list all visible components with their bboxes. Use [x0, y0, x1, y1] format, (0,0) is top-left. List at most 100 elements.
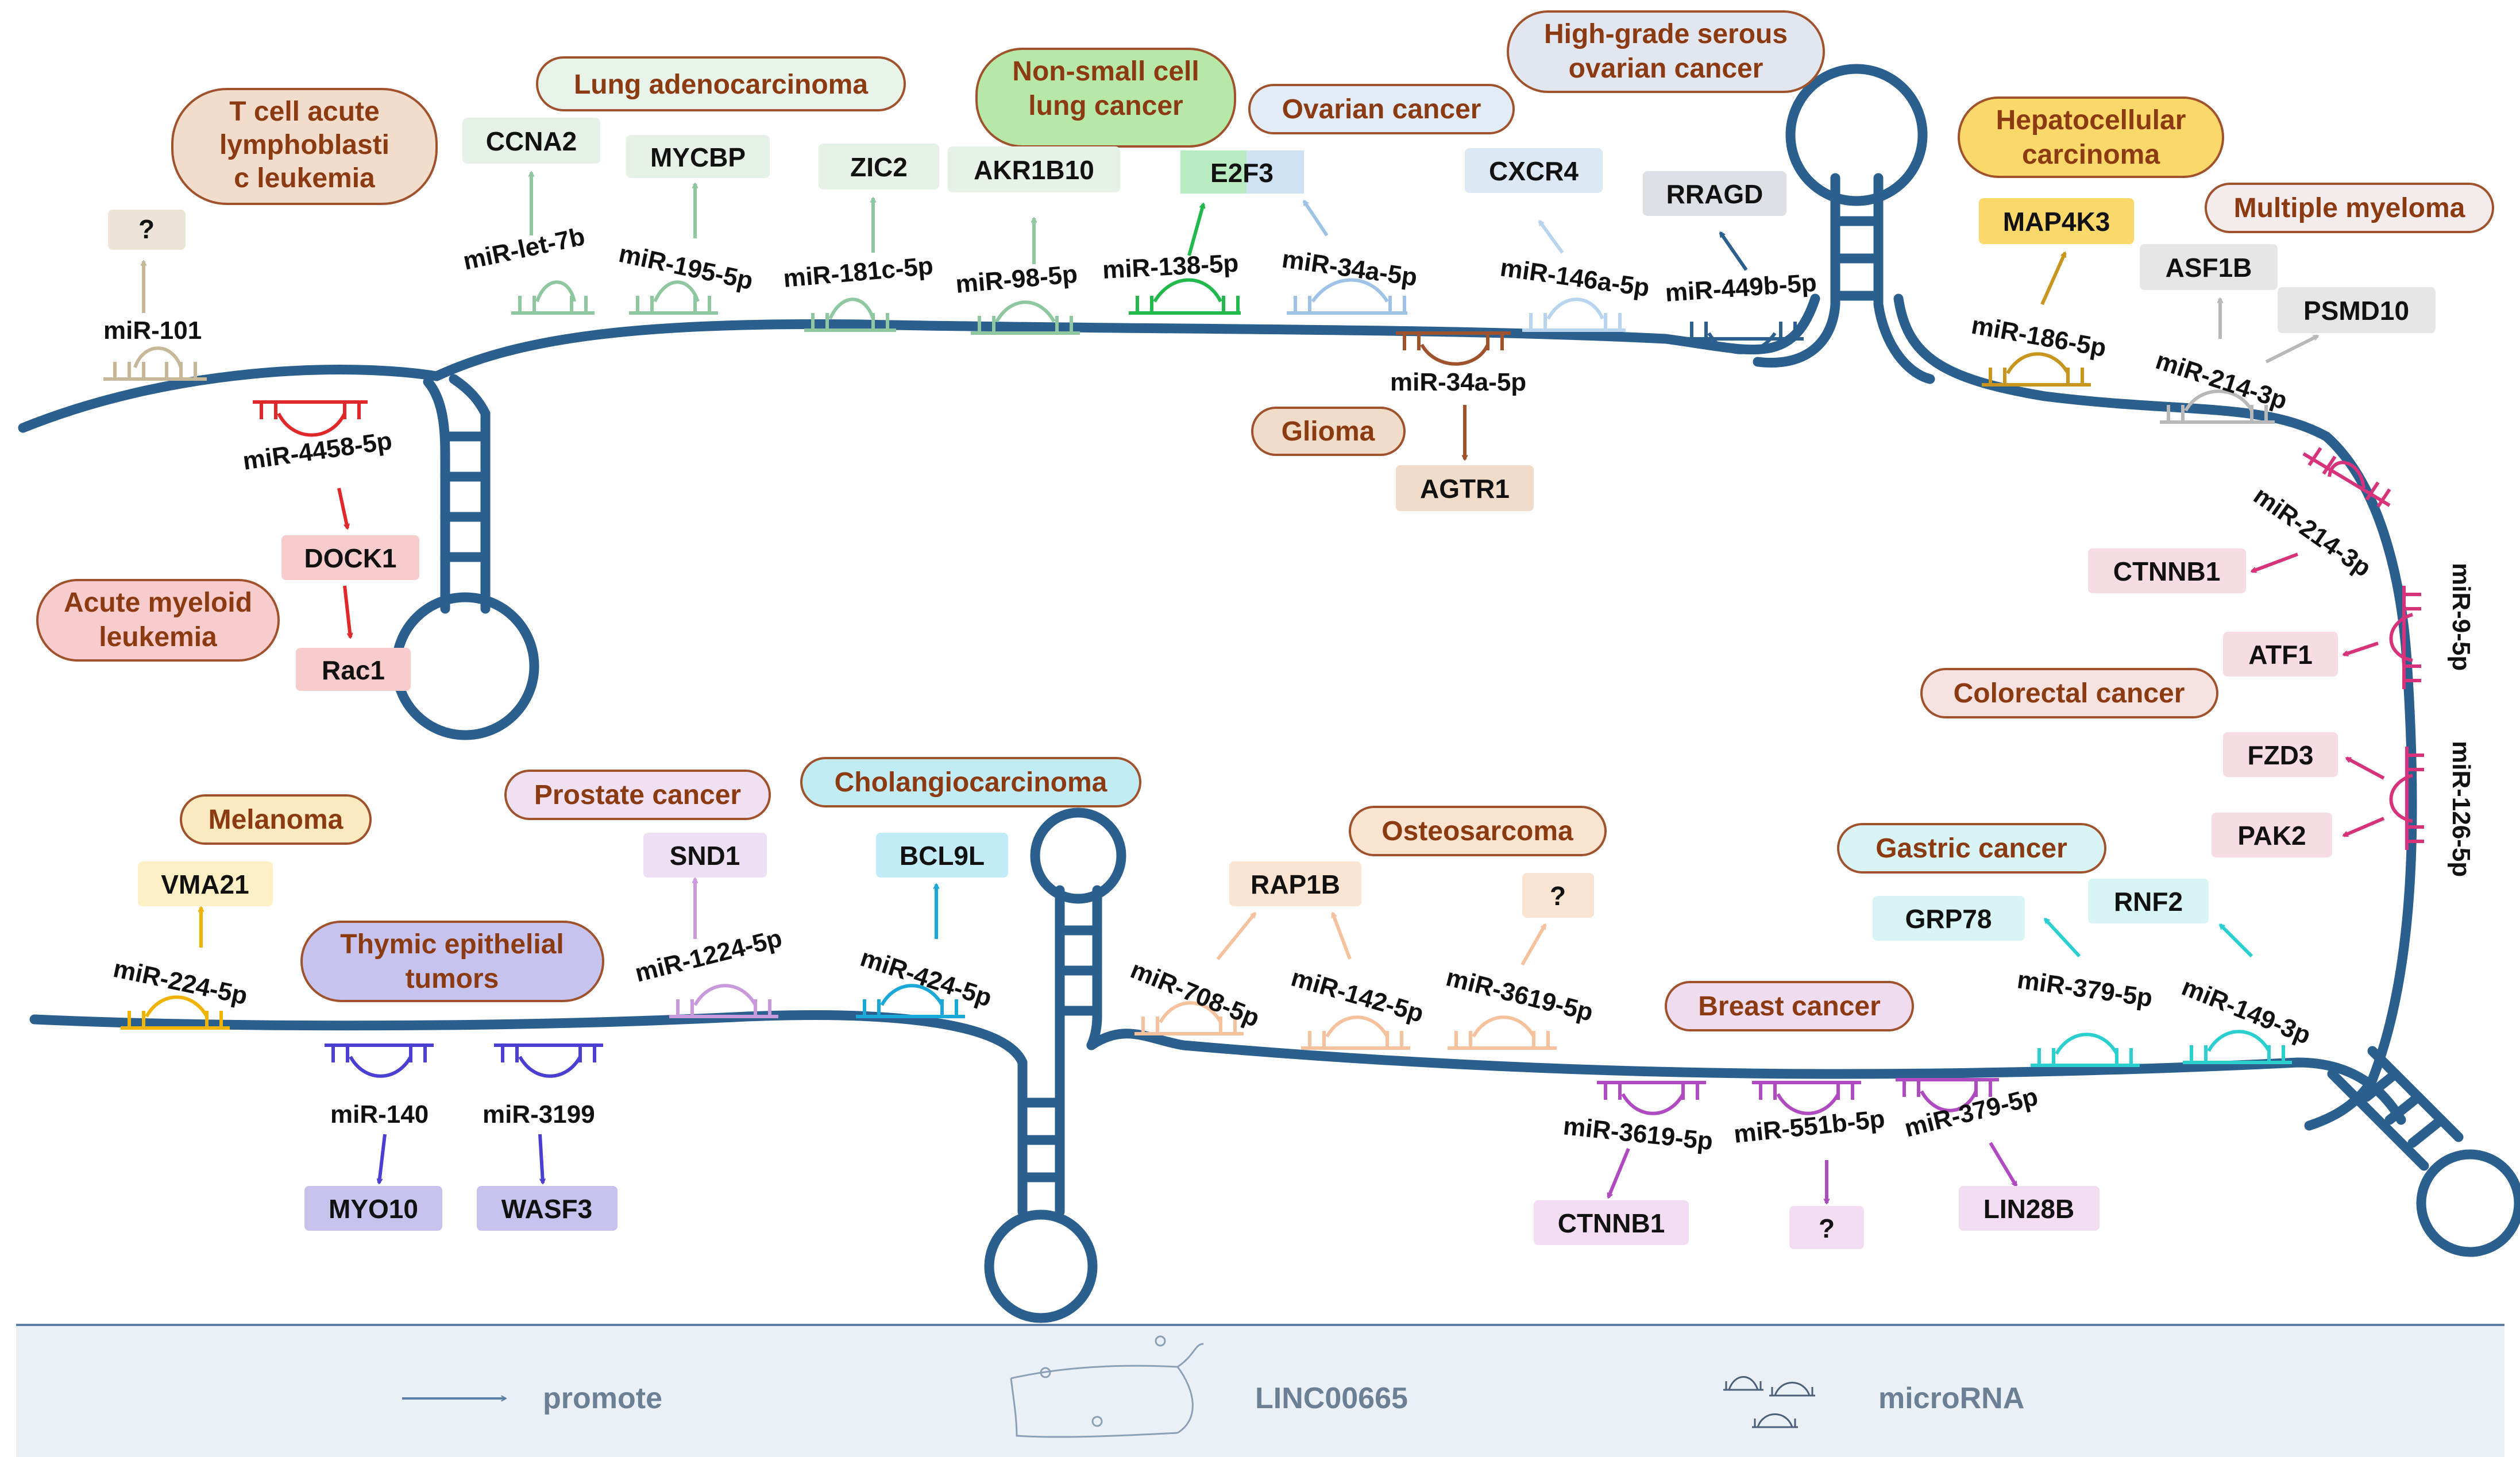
mirna-label-449b: miR-449b-5p — [1664, 269, 1817, 307]
cancer-prostate: Prostate cancer — [504, 770, 771, 820]
mirna-3619-bot-glyph — [1597, 1081, 1706, 1115]
svg-text:GRP78: GRP78 — [1905, 904, 1992, 934]
svg-text:Gastric cancer: Gastric cancer — [1875, 833, 2067, 864]
svg-text:?: ? — [1550, 881, 1566, 911]
legend-mirna: microRNA — [1723, 1376, 2024, 1428]
svg-text:Prostate cancer: Prostate cancer — [534, 780, 741, 810]
target-rragd: RRAGD — [1643, 171, 1786, 216]
target-mycbp: MYCBP — [626, 135, 770, 178]
svg-text:CTNNB1: CTNNB1 — [2113, 556, 2221, 586]
mirna-140-glyph — [325, 1044, 434, 1078]
mirna-708-glyph — [1134, 1001, 1244, 1035]
mirna-186-glyph — [1982, 352, 2091, 387]
cancer-ovarian: Ovarian cancer — [1248, 84, 1515, 134]
target-akr1b10: AKR1B10 — [948, 146, 1120, 192]
target-wasf3: WASF3 — [477, 1186, 618, 1231]
mirna-9-glyph — [2389, 586, 2421, 689]
mirna-181c-glyph — [804, 297, 896, 332]
mirna-34a-top-glyph — [1287, 278, 1407, 315]
svg-text:DOCK1: DOCK1 — [304, 543, 396, 573]
svg-text:Multiple myeloma: Multiple myeloma — [2234, 193, 2465, 223]
svg-text:MAP4K3: MAP4K3 — [2003, 207, 2110, 237]
cancer-myeloma: Multiple myeloma — [2205, 183, 2494, 233]
legend-background — [16, 1326, 2504, 1457]
svg-text:Glioma: Glioma — [1282, 416, 1375, 447]
target-pak2: PAK2 — [2212, 813, 2332, 857]
legend: promote LINC00665 microRNA — [16, 1324, 2504, 1457]
mirna-legend-icon — [1723, 1376, 1815, 1428]
mirna-label-34a-top: miR-34a-5p — [1280, 245, 1419, 292]
mirna-label-126: miR-126-5p — [2447, 741, 2475, 877]
svg-text:ZIC2: ZIC2 — [850, 152, 908, 182]
arrow-214-psmd10 — [2265, 334, 2318, 364]
svg-text:LIN28B: LIN28B — [1983, 1194, 2074, 1224]
promote-arrows — [144, 172, 2385, 1203]
arrow-140 — [379, 1134, 387, 1183]
mirna-449b-glyph — [1683, 322, 1804, 354]
mirna-214-top-glyph — [2160, 389, 2275, 424]
svg-text:MYO10: MYO10 — [329, 1194, 418, 1224]
cancer-gastric: Gastric cancer — [1837, 823, 2106, 874]
hairpin-bottom-up — [1030, 807, 1126, 1056]
cancer-tall-l1: T cell acute — [229, 96, 379, 127]
svg-text:Colorectal cancer: Colorectal cancer — [1954, 678, 2185, 709]
target-grp78: GRP78 — [1873, 896, 2025, 941]
svg-text:BCL9L: BCL9L — [900, 841, 985, 871]
mirna-3199-glyph — [494, 1044, 603, 1078]
cancer-melanoma: Melanoma — [180, 794, 372, 845]
target-cxcr4: CXCR4 — [1465, 148, 1603, 193]
mirna-4458-glyph — [253, 400, 368, 437]
svg-text:RRAGD: RRAGD — [1666, 179, 1763, 209]
svg-text:LINC00665: LINC00665 — [1255, 1382, 1408, 1415]
svg-text:PSMD10: PSMD10 — [2303, 296, 2409, 326]
svg-text:ASF1B: ASF1B — [2166, 253, 2252, 283]
svg-text:Melanoma: Melanoma — [209, 805, 344, 835]
arrow-138 — [1187, 204, 1203, 256]
svg-text:E2F3: E2F3 — [1210, 158, 1273, 188]
svg-text:AGTR1: AGTR1 — [1420, 474, 1510, 504]
mirna-label-181c: miR-181c-5p — [782, 252, 935, 293]
mirna-label-1224: miR-1224-5p — [632, 924, 785, 988]
target-rnf2: RNF2 — [2088, 879, 2209, 923]
mirna-label-9: miR-9-5p — [2447, 563, 2475, 671]
cancer-glioma: Glioma — [1251, 407, 1406, 456]
mirna-98-glyph — [971, 300, 1080, 335]
arrow-214-ctnnb1 — [2252, 552, 2299, 571]
mirna-1224-glyph — [669, 984, 778, 1018]
target-vma21: VMA21 — [138, 861, 273, 906]
arrow-4458-dock1 — [337, 488, 348, 528]
arrow-34a-top — [1302, 201, 1329, 237]
svg-text:CTNNB1: CTNNB1 — [1558, 1208, 1665, 1238]
svg-text:ATF1: ATF1 — [2248, 640, 2313, 670]
target-psmd10: PSMD10 — [2278, 287, 2436, 333]
svg-text:CCNA2: CCNA2 — [486, 126, 577, 156]
hairpin-bottom-right — [2327, 1046, 2520, 1257]
mirna-label-let7b: miR-let-7b — [461, 222, 588, 276]
mirna-label-551b: miR-551b-5p — [1732, 1105, 1886, 1149]
mirna-let7b-glyph — [511, 280, 595, 315]
target-agtr1: AGTR1 — [1396, 465, 1534, 511]
target-q-551: ? — [1789, 1206, 1864, 1249]
svg-text:CXCR4: CXCR4 — [1489, 156, 1579, 186]
target-dock1: DOCK1 — [281, 535, 419, 580]
target-map4k3: MAP4K3 — [1979, 198, 2134, 244]
arrow-146a — [1538, 221, 1564, 254]
lnc-rna-icon — [1010, 1335, 1204, 1438]
arrow-379-top — [2043, 919, 2081, 958]
svg-text:VMA21: VMA21 — [161, 869, 249, 899]
svg-text:promote: promote — [543, 1382, 662, 1415]
mirna-551b-glyph — [1752, 1081, 1861, 1115]
mirna-label-138: miR-138-5p — [1102, 249, 1239, 284]
target-zic2: ZIC2 — [819, 144, 939, 190]
mirna-126-glyph — [2389, 747, 2424, 850]
